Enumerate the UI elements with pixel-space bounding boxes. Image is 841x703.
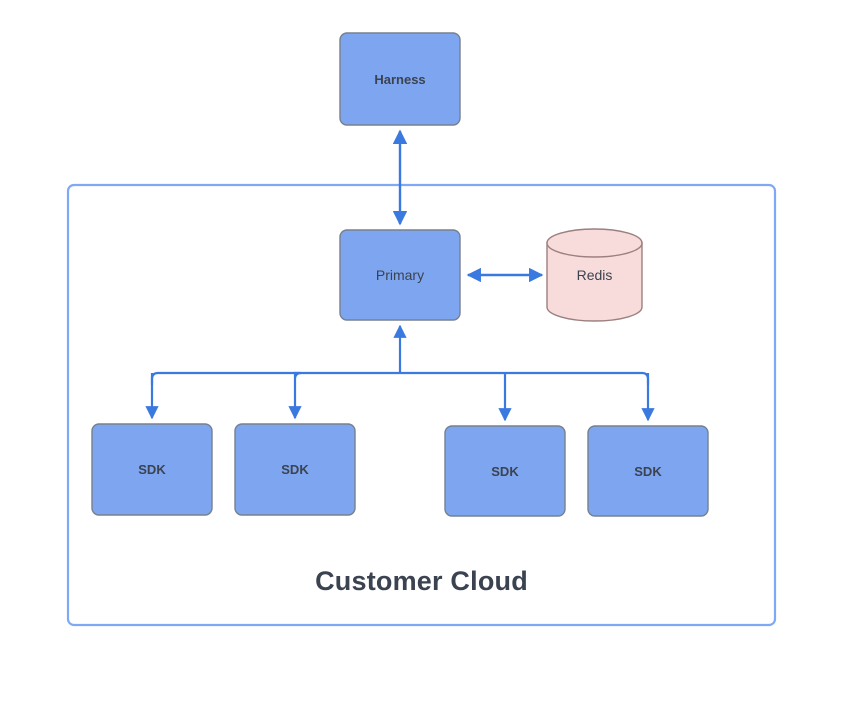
node-harness[interactable] <box>339 32 461 126</box>
connector-branch-sdk-2 <box>288 371 302 420</box>
sdk-to-primary-connectors <box>145 324 655 422</box>
node-redis[interactable] <box>546 228 643 322</box>
node-sdk-1[interactable] <box>91 423 213 516</box>
redis-cylinder-body <box>546 242 643 322</box>
node-sdk-3[interactable] <box>444 425 566 517</box>
customer-cloud-boundary <box>66 183 777 627</box>
node-primary[interactable] <box>339 229 461 321</box>
connector-bus-horizontal <box>150 371 650 385</box>
node-sdk-2[interactable] <box>234 423 356 516</box>
node-sdk-4[interactable] <box>587 425 709 517</box>
redis-cylinder-top <box>546 228 643 258</box>
